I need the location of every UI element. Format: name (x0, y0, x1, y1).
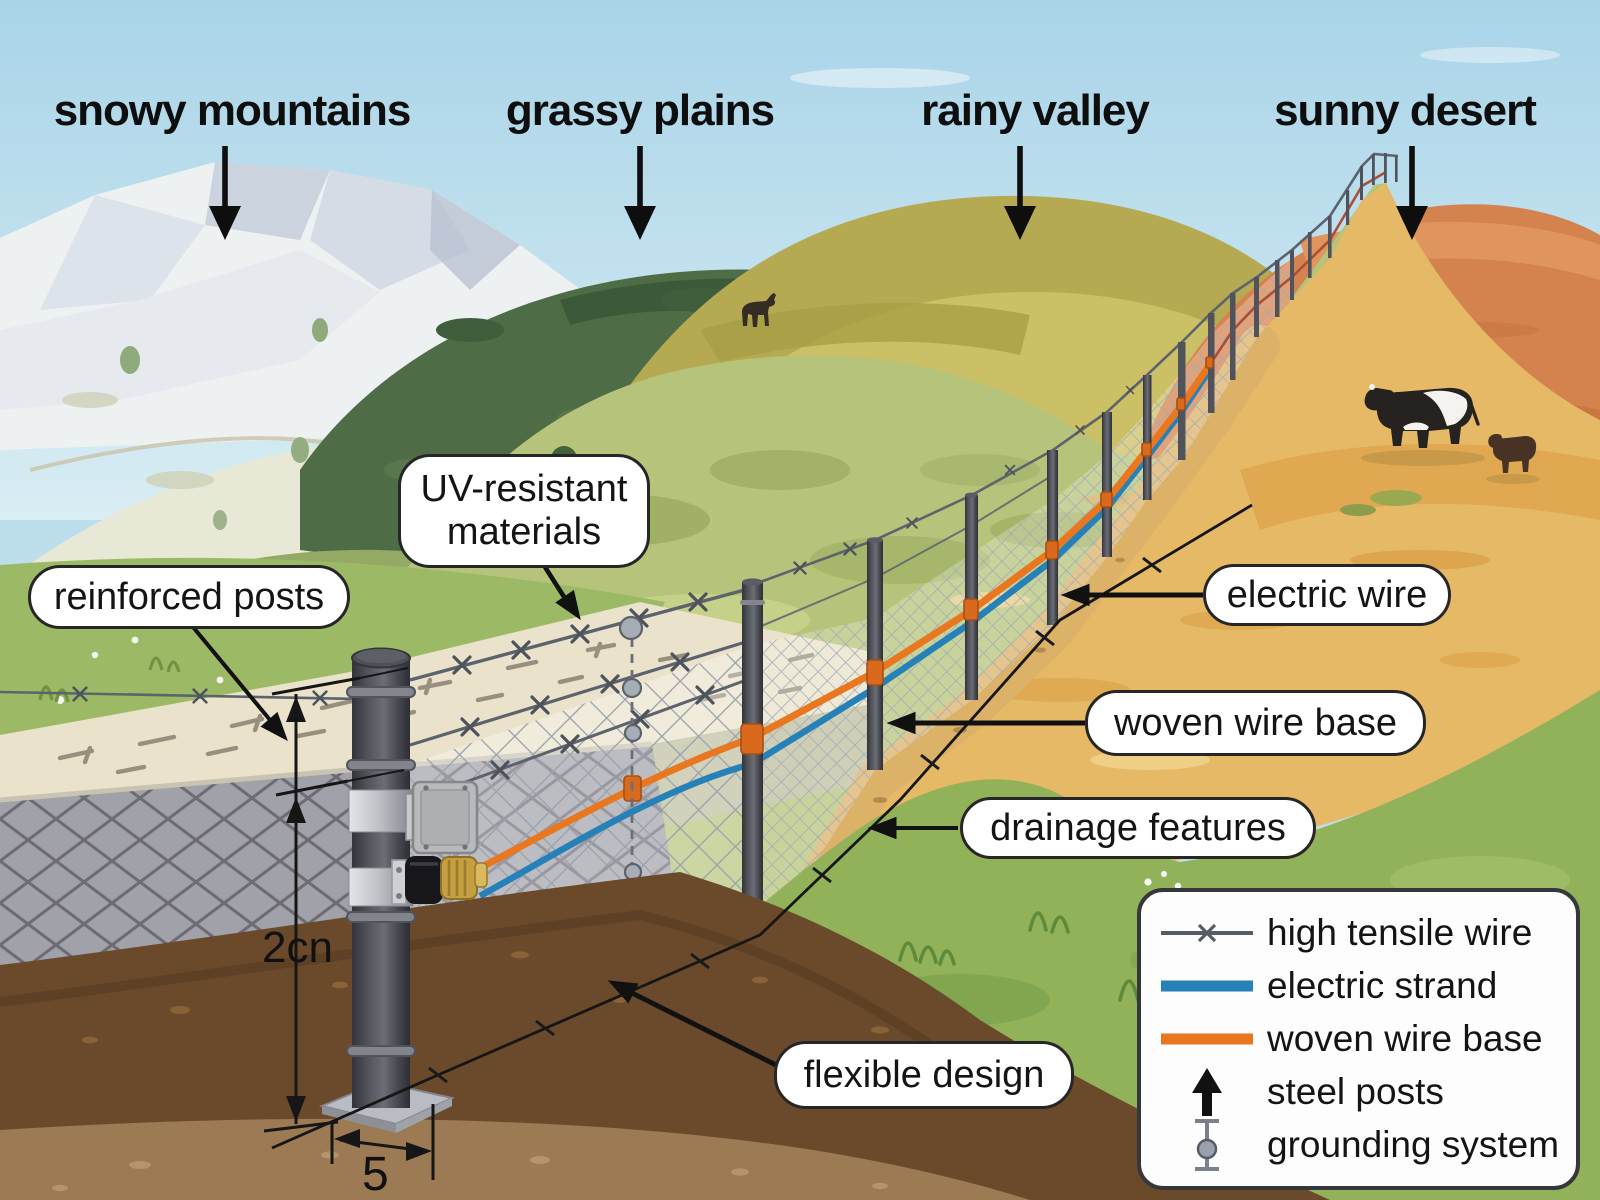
calf-silhouette (1486, 434, 1540, 484)
legend-row-high-tensile: high tensile wire (1159, 906, 1558, 959)
insulator-connector (391, 856, 488, 905)
snowy-mountains (0, 162, 680, 450)
steel-posts-icon (1159, 1066, 1255, 1118)
callout-leaders (191, 565, 1203, 1068)
soil-cross-section (0, 872, 1330, 1200)
callout-woven-wire-base: woven wire base (1085, 690, 1426, 756)
callout-drainage-features: drainage features (960, 797, 1316, 859)
legend-label-electric-strand: electric strand (1267, 964, 1498, 1006)
legend-row-grounding: grounding system (1159, 1116, 1560, 1174)
legend-row-woven-wire: woven wire base (1159, 1012, 1558, 1065)
terrain-label-snowy-mountains: snowy mountains (53, 86, 412, 135)
callout-woven-text: woven wire base (1113, 701, 1398, 744)
legend-label-grounding: grounding system (1267, 1124, 1560, 1165)
callout-reinforced-posts: reinforced posts (28, 565, 350, 629)
legend-label-woven-wire: woven wire base (1267, 1017, 1543, 1059)
woven-wire-base-icon (1159, 1019, 1255, 1059)
junction-box (405, 780, 479, 855)
woven-wire-top (482, 361, 1214, 870)
legend-label-steel-posts: steel posts (1267, 1070, 1444, 1112)
grounding-system-icon (1159, 1116, 1255, 1174)
callout-electric-text: electric wire (1226, 573, 1428, 616)
terrain-label-sunny-desert: sunny desert (1274, 86, 1537, 135)
terrain-label-rainy-valley: rainy valley (921, 86, 1150, 135)
post-band (348, 789, 414, 833)
base-width-dimension: 5 (362, 1148, 389, 1200)
legend: high tensile wire electric strand woven … (1137, 888, 1580, 1190)
terrain-label-arrows (209, 146, 1428, 240)
callout-reinforced-text: reinforced posts (53, 575, 325, 618)
callout-electric-wire: electric wire (1203, 564, 1451, 626)
post-depth-dimension: 2cn (262, 923, 333, 972)
legend-row-steel-posts: steel posts (1159, 1065, 1558, 1118)
callout-flexible-design: flexible design (774, 1041, 1074, 1109)
wire-clips (623, 356, 1214, 802)
horse-silhouette (742, 293, 776, 327)
post-collars (346, 686, 416, 1057)
high-tensile-wire-icon (1159, 913, 1255, 953)
dimension-annotations (263, 503, 1253, 1180)
electric-strand-wire (478, 366, 1214, 899)
reinforced-post-assembly (318, 647, 488, 1133)
terrain-label-grassy-plains: grassy plains (505, 86, 775, 135)
legend-label-high-tensile: high tensile wire (1267, 911, 1533, 953)
callout-flexible-text: flexible design (803, 1053, 1045, 1096)
callout-drainage-text: drainage features (990, 806, 1286, 849)
cow-silhouette (1361, 384, 1485, 466)
callout-uv-resistant-materials: UV-resistant materials (398, 454, 650, 568)
legend-row-electric-strand: electric strand (1159, 959, 1558, 1012)
electric-strand-icon (1159, 966, 1255, 1006)
callout-uv-text: UV-resistant materials (420, 468, 628, 553)
